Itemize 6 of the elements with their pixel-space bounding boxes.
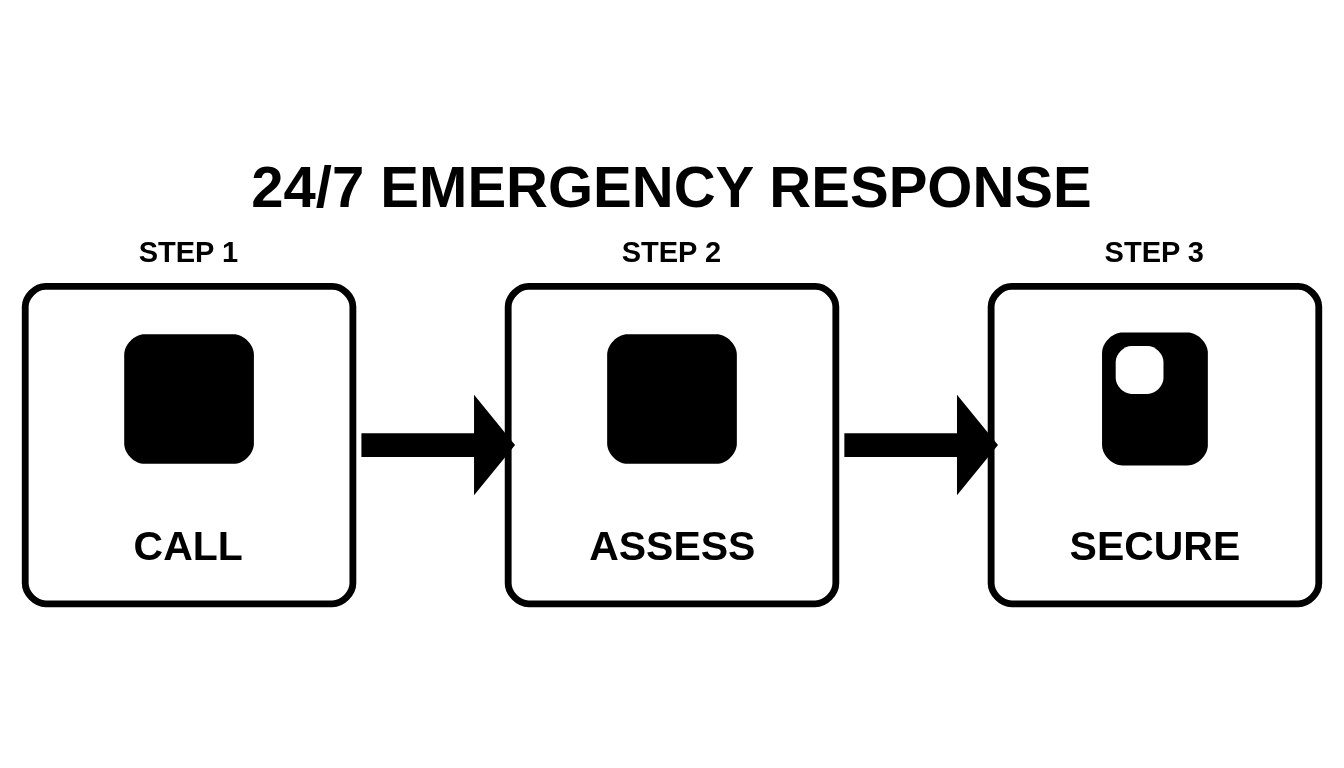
diagram-title: 24/7 EMERGENCY RESPONSE — [251, 153, 1092, 219]
node-label: STEP 3 — [1104, 235, 1205, 268]
node-label: STEP 1 — [138, 235, 239, 268]
arrow — [361, 394, 516, 495]
arrow — [844, 394, 998, 495]
node-label: STEP 2 — [621, 235, 722, 268]
